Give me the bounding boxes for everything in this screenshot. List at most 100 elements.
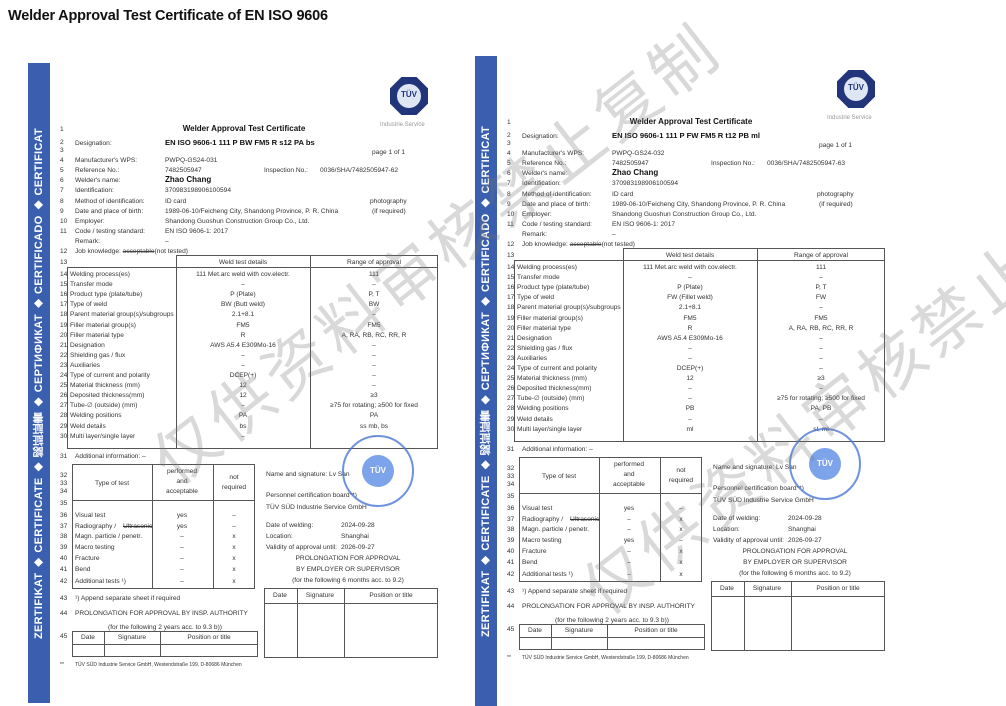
method-value: ID card bbox=[612, 191, 634, 198]
tuv-logo-text: TÜV bbox=[844, 77, 868, 101]
param-label-column bbox=[514, 260, 624, 442]
range-value: – bbox=[819, 365, 823, 372]
not-required-value: x bbox=[679, 515, 683, 523]
param-label: Weld details bbox=[517, 415, 553, 423]
location-label: Location: bbox=[266, 533, 293, 540]
performed-value: – bbox=[627, 547, 631, 555]
signature-header: Signature bbox=[305, 592, 335, 599]
line-number: 32 bbox=[60, 472, 68, 479]
date-header: Date bbox=[720, 585, 734, 592]
line-number: 18 bbox=[60, 311, 68, 319]
job-knowledge-struck: acceptable bbox=[569, 241, 602, 248]
line-number: 33 bbox=[507, 473, 515, 480]
line-number: 34 bbox=[60, 488, 68, 495]
line-number: 39 bbox=[60, 544, 68, 552]
performed-value: – bbox=[180, 578, 184, 586]
prolongation-inspection: PROLONGATION FOR APPROVAL BY INSP. AUTHO… bbox=[522, 603, 695, 610]
prolongation-employer-note: (for the following 6 months acc. to 9.2) bbox=[739, 570, 851, 577]
performed-value: – bbox=[627, 515, 631, 523]
not-required-header: not bbox=[229, 474, 239, 481]
line-number: 37 bbox=[60, 522, 68, 530]
remark-label: Remark: bbox=[75, 238, 100, 245]
line-number: 30 bbox=[60, 432, 68, 440]
param-label: Welding positions bbox=[517, 405, 569, 413]
line-number: 30 bbox=[507, 425, 515, 433]
range-value: A, RA, RB, RC, RR, R bbox=[788, 324, 854, 332]
param-label: Shielding gas / flux bbox=[70, 351, 126, 359]
welder-name-label: Welder's name: bbox=[75, 177, 121, 184]
table-divider bbox=[744, 581, 745, 651]
line-number: 44 bbox=[60, 610, 68, 617]
certificate-title: Welder Approval Test Certificate bbox=[629, 117, 753, 126]
line-number: 3 bbox=[507, 140, 511, 147]
not-required-value: x bbox=[232, 554, 236, 562]
test-label: Macro testing bbox=[522, 537, 562, 545]
weld-detail-value: DCEP(+) bbox=[676, 365, 704, 372]
param-label: Type of weld bbox=[517, 294, 555, 302]
not-required-value: x bbox=[679, 547, 683, 555]
wps-label: Manufacturer's WPS: bbox=[75, 157, 138, 164]
range-value: PA, PB bbox=[810, 405, 832, 413]
employer-label: Employer: bbox=[75, 218, 105, 225]
line-number: 28 bbox=[60, 412, 68, 420]
stamp-text: TÜV bbox=[809, 448, 841, 480]
identification-value: 370983198906100594 bbox=[165, 187, 232, 194]
tuv-logo-icon: TÜV bbox=[390, 77, 428, 115]
range-value: – bbox=[372, 351, 376, 359]
param-label: Tube-∅ (outside) (mm) bbox=[70, 402, 138, 410]
weld-detail-value: P (Plate) bbox=[230, 291, 256, 299]
weld-detail-value: 2.1+8.1 bbox=[678, 304, 702, 312]
weld-detail-value: FM5 bbox=[683, 314, 697, 322]
param-label: Multi layer/single layer bbox=[70, 432, 136, 440]
line-number: 24 bbox=[507, 365, 515, 372]
weld-detail-value: – bbox=[688, 344, 692, 352]
not-required-value: – bbox=[232, 512, 236, 519]
line-number: 23 bbox=[507, 354, 515, 362]
weld-details-header: Weld test details bbox=[665, 252, 715, 259]
certificate-band-text: ZERTIFIKAT ◆ CERTIFICATE ◆ 認証証書 ◆ СЕРТИФ… bbox=[480, 125, 492, 637]
weld-detail-value: DCEP(+) bbox=[229, 372, 257, 379]
date-header: Date bbox=[273, 592, 287, 599]
param-label: Filler material group(s) bbox=[517, 314, 583, 322]
job-knowledge-label: Job knowledge: bbox=[522, 241, 568, 248]
not-required-value: – bbox=[679, 537, 683, 545]
line-number: 19 bbox=[507, 314, 515, 322]
name-signature: Name and signature: Lv San bbox=[713, 464, 797, 471]
prolongation-employer: BY EMPLOYER OR SUPERVISOR bbox=[296, 566, 400, 573]
tuv-stamp-icon: TÜV bbox=[789, 428, 861, 500]
employer-value: Shandong Guoshun Construction Group Co.,… bbox=[612, 211, 757, 218]
position-header: Position or title bbox=[634, 627, 678, 634]
test-table bbox=[519, 457, 702, 582]
job-knowledge-label: Job knowledge: bbox=[75, 248, 121, 255]
inspection-value: 0036/SHA/7482505947-63 bbox=[767, 160, 846, 167]
welder-name-value: Zhao Chang bbox=[165, 175, 212, 184]
param-label: Filler material group(s) bbox=[70, 321, 136, 329]
reference-value: 7482505947 bbox=[612, 160, 649, 167]
table-divider bbox=[757, 248, 758, 442]
line-number: 37 bbox=[507, 515, 515, 523]
line-number: 12 bbox=[507, 241, 515, 248]
line-number: 25 bbox=[60, 382, 68, 390]
param-label: Material thickness (mm) bbox=[70, 382, 140, 390]
line-number: 32 bbox=[507, 465, 515, 472]
tuv-company: TÜV SÜD Industrie Service GmbH bbox=[713, 497, 814, 504]
performed-header: performed bbox=[166, 468, 198, 475]
line-number: 8 bbox=[60, 198, 64, 205]
date-header: Date bbox=[528, 627, 542, 634]
line-number: 5 bbox=[60, 167, 64, 174]
location-value: Shanghai bbox=[341, 533, 369, 540]
employer-value: Shandong Guoshun Construction Group Co.,… bbox=[165, 218, 310, 225]
footer-address: TÜV SÜD Industrie Service GmbH, Westends… bbox=[522, 655, 689, 661]
validity-label: Validity of approval until: bbox=[713, 537, 784, 544]
range-value: – bbox=[819, 274, 823, 282]
param-label: Multi layer/single layer bbox=[517, 425, 583, 433]
prolongation-employer: PROLONGATION FOR APPROVAL bbox=[742, 548, 848, 555]
not-required-value: x bbox=[679, 526, 683, 534]
tuv-company: TÜV SÜD Industrie Service GmbH bbox=[266, 504, 367, 511]
line-number: 35 bbox=[507, 493, 515, 500]
param-label: Type of current and polarity bbox=[70, 372, 150, 379]
line-number: 44 bbox=[507, 603, 515, 610]
position-header: Position or title bbox=[369, 592, 413, 599]
range-value: P, T bbox=[368, 291, 380, 299]
range-value: – bbox=[819, 334, 823, 342]
